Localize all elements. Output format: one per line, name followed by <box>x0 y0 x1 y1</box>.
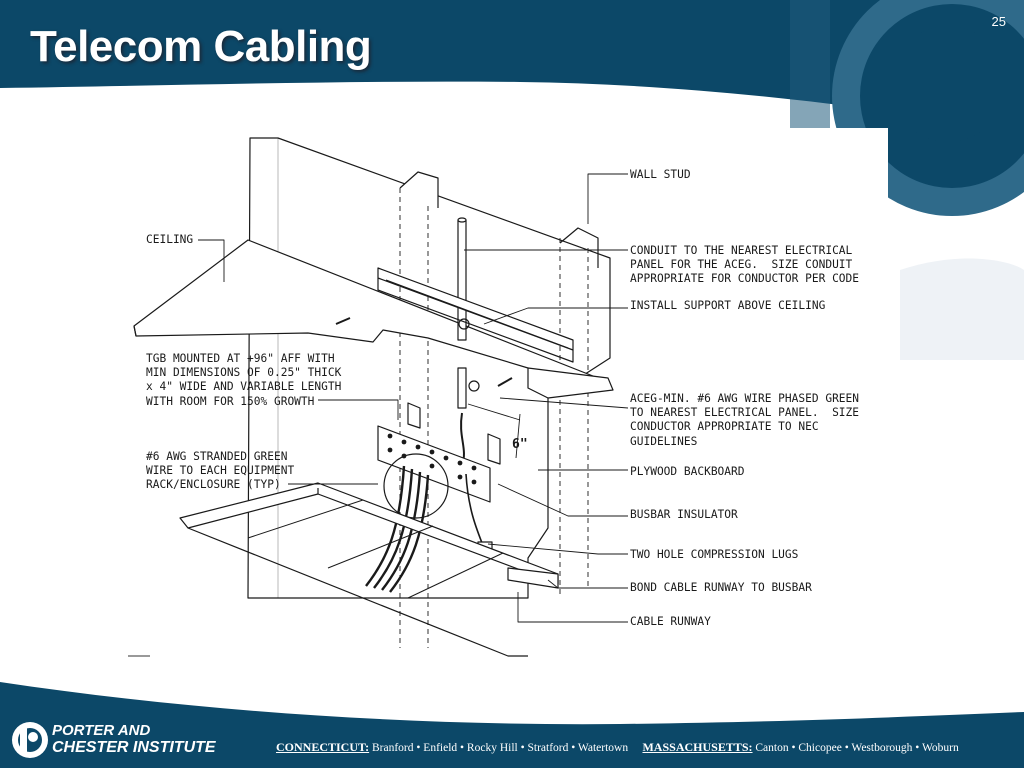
tgb-busbar <box>377 425 491 503</box>
slide-title: Telecom Cabling <box>30 22 372 71</box>
diagram-drawing: 6" <box>128 128 888 658</box>
footer-logo-icon <box>12 722 48 758</box>
header-logo-dot <box>890 26 1006 142</box>
plywood-backboard-label: PLYWOOD BACKBOARD <box>630 465 745 478</box>
footer-locations: CONNECTICUT: Branford • Enfield • Rocky … <box>276 740 959 755</box>
brand-line-2: CHESTER INSTITUTE <box>52 739 216 756</box>
massachusetts-cities: Canton • Chicopee • Westborough • Woburn <box>755 742 959 754</box>
detail-circle <box>383 453 449 519</box>
header-logo-stroke <box>790 0 830 140</box>
footer-band <box>0 682 1024 768</box>
ceiling-label: CEILING <box>146 233 194 246</box>
connecticut-label: CONNECTICUT: <box>276 740 370 754</box>
cable-runway-label: CABLE RUNWAY <box>630 615 711 628</box>
ceiling-plane <box>133 239 599 394</box>
compression-lugs-label: TWO HOLE COMPRESSION LUGS <box>630 548 799 561</box>
brand-line-1: PORTER AND <box>52 722 151 739</box>
telecom-cabling-diagram: 6" WALL STUD CEILING CONDUIT TO THE NEAR… <box>128 128 888 658</box>
install-support-label: INSTALL SUPPORT ABOVE CEILING <box>630 299 826 312</box>
connecticut-cities: Branford • Enfield • Rocky Hill • Stratf… <box>372 742 629 754</box>
aceg-wire-label: ACEG-MIN. #6 AWG WIRE PHASED GREEN TO NE… <box>630 392 860 448</box>
stranded-wire-label: #6 AWG STRANDED GREEN WIRE TO EACH EQUIP… <box>146 450 295 492</box>
wall-stud-label: WALL STUD <box>630 168 691 181</box>
tgb-label: TGB MOUNTED AT +96" AFF WITH MIN DIMENSI… <box>146 352 342 408</box>
footer-brand: PORTER AND CHESTER INSTITUTE <box>52 722 216 756</box>
wall-stud-top-left <box>399 171 439 208</box>
dimension-label: 6" <box>512 437 528 452</box>
watermark-shape <box>900 258 1024 360</box>
wall-backboard <box>247 137 611 599</box>
bond-cable-label: BOND CABLE RUNWAY TO BUSBAR <box>630 581 812 594</box>
header-band <box>0 0 1024 132</box>
page-number: 25 <box>991 14 1006 29</box>
wall-stud-top-right <box>559 227 599 268</box>
conduit-label: CONDUIT TO THE NEAREST ELECTRICAL PANEL … <box>630 244 860 286</box>
busbar-insulator-label: BUSBAR INSULATOR <box>630 508 738 521</box>
massachusetts-label: MASSACHUSETTS: <box>642 740 753 754</box>
